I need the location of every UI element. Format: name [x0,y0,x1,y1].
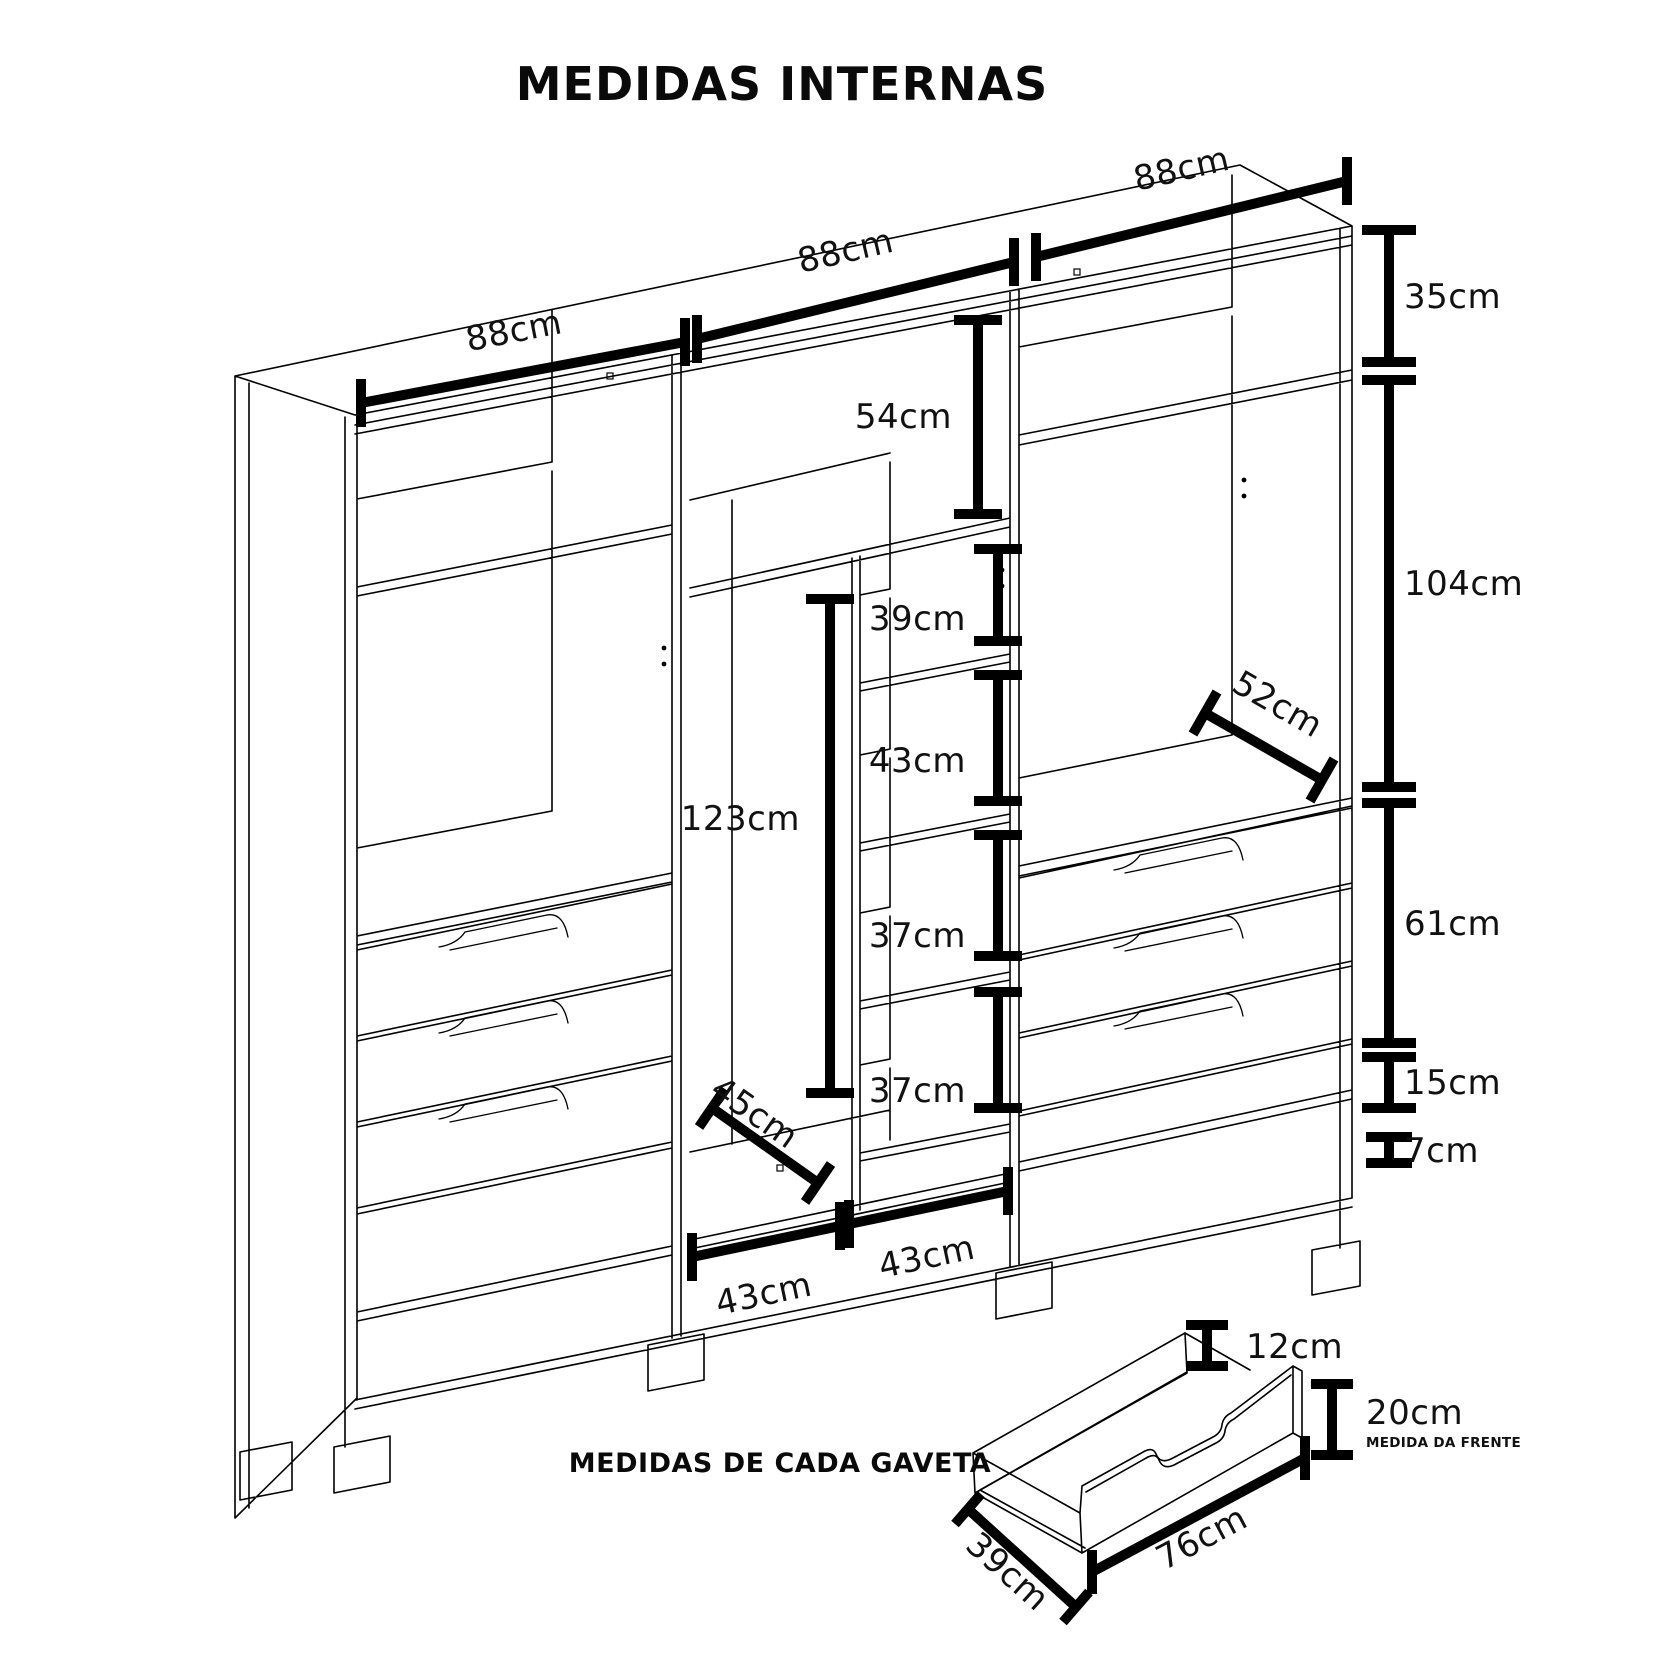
dim-label-drawer-20: 20cm [1366,1393,1463,1433]
dim-label-right-104: 104cm [1404,564,1523,604]
dim-label-right-35: 35cm [1404,277,1501,317]
dim-label-bottom-43a: 43cm [712,1265,815,1324]
dim-label-54: 54cm [855,397,952,437]
dim-label-123: 123cm [681,799,800,839]
wardrobe-drawing [234,164,1361,1519]
dim-label-43: 43cm [869,741,966,781]
drawer-front-note: MEDIDA DA FRENTE [1366,1435,1521,1451]
drawer-caption: MEDIDAS DE CADA GAVETA [569,1448,991,1479]
dim-label-top-width-3: 88cm [1130,139,1234,200]
shelf-pin-hole [661,645,667,651]
hardware-mark [776,1164,784,1172]
dim-label-bottom-43b: 43cm [875,1228,978,1287]
hardware-mark [1073,268,1081,276]
page-title: MEDIDAS INTERNAS [516,57,1049,111]
shelf-pin-hole [1241,477,1247,483]
dim-label-drawer-12: 12cm [1246,1327,1343,1367]
dim-label-37b: 37cm [869,1071,966,1111]
cabinet-lines [234,164,1361,1519]
dim-label-39: 39cm [869,599,966,639]
shelf-pin-hole [1241,493,1247,499]
dimension-strokes [356,157,1416,1626]
hardware-mark [606,372,614,380]
drawer-drawing [972,1332,1303,1554]
dim-label-top-width-1: 88cm [462,302,565,360]
dim-label-top-width-2: 88cm [794,221,898,282]
dim-label-right-7: 7cm [1404,1131,1479,1171]
dim-label-37a: 37cm [869,916,966,956]
dimension-lines [356,157,1416,1626]
drawer-handle-cutouts [438,837,1244,1123]
drawer-lines [972,1332,1303,1554]
dim-label-right-15: 15cm [1404,1063,1501,1103]
shelf-pin-hole [661,661,667,667]
dim-label-right-61: 61cm [1404,904,1501,944]
